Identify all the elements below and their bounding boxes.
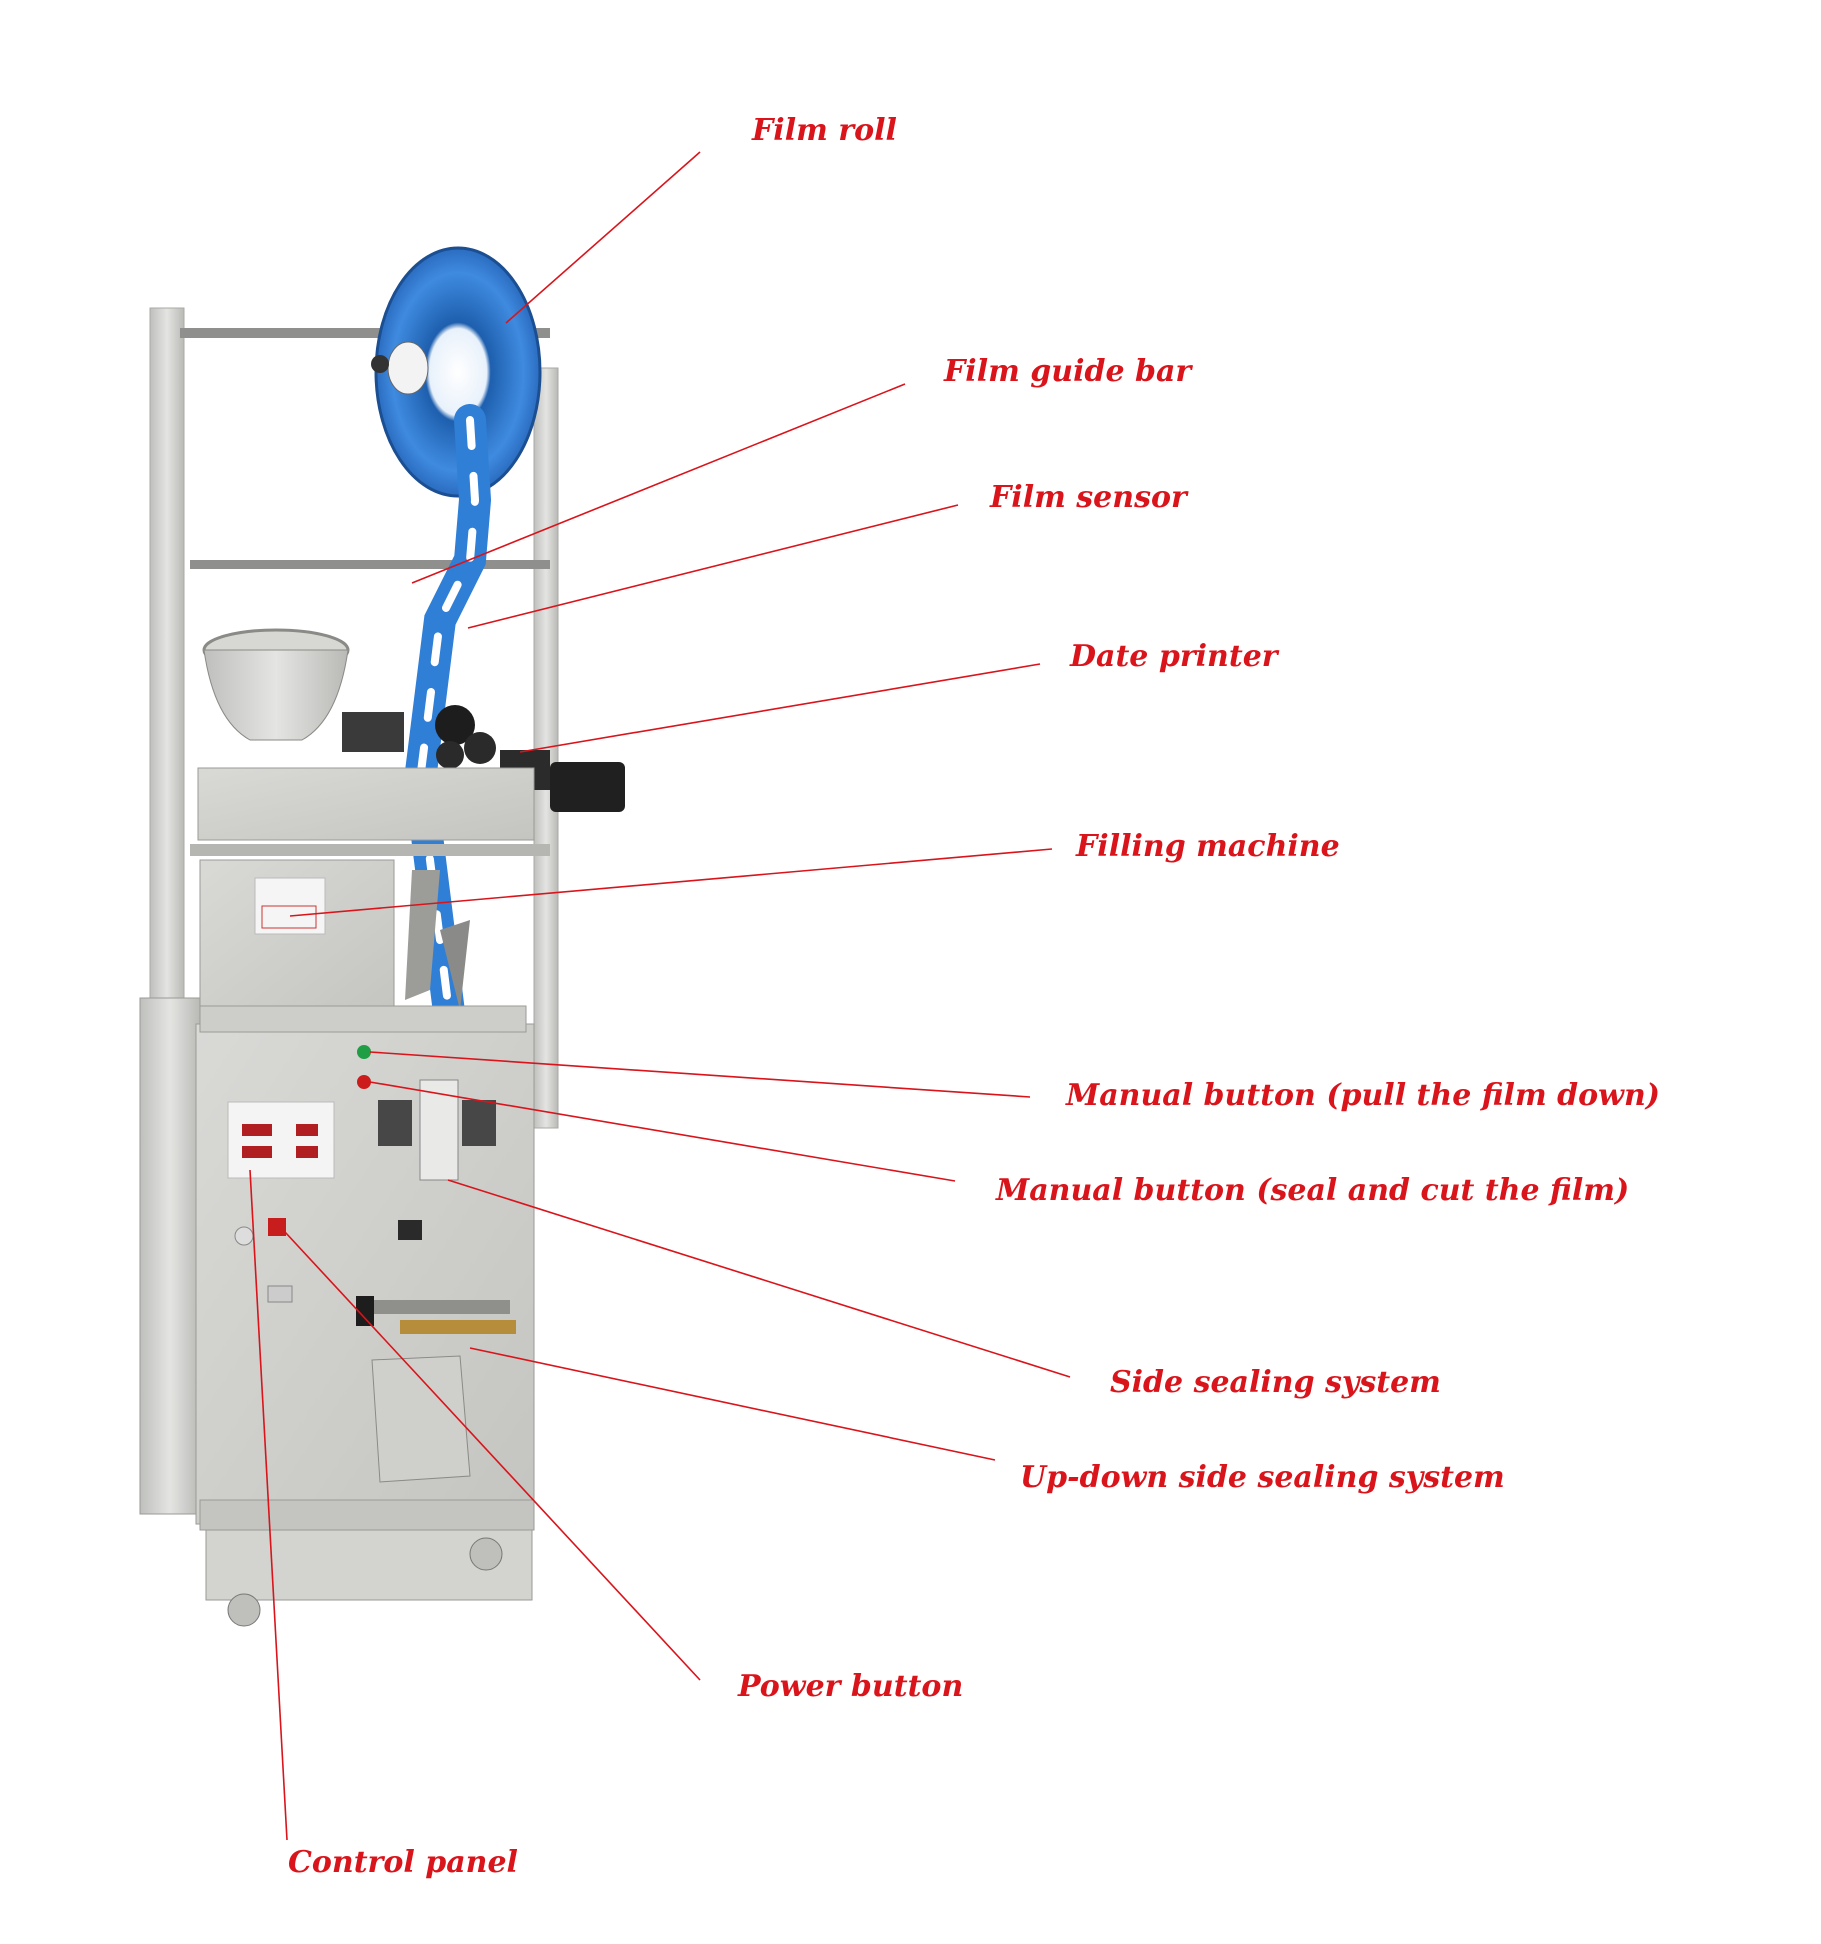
label-power-button: Power button xyxy=(738,1669,964,1704)
upper-frame xyxy=(149,307,559,1129)
sealing-system-illustration xyxy=(356,1079,516,1483)
leader-side-sealing-system xyxy=(447,1179,1071,1378)
film-roll-illustration xyxy=(371,246,542,498)
label-film-sensor: Film sensor xyxy=(990,480,1187,515)
forming-platform xyxy=(190,767,550,856)
leader-control-panel xyxy=(249,1169,288,1841)
leader-date-printer xyxy=(519,663,1041,753)
leader-power-button xyxy=(284,1231,701,1681)
leader-manual-button-pull xyxy=(369,1051,1031,1098)
label-date-printer: Date printer xyxy=(1070,639,1278,674)
label-control-panel: Control panel xyxy=(288,1845,518,1880)
leader-manual-button-seal xyxy=(369,1081,956,1182)
leader-lines xyxy=(249,151,1071,1841)
leader-film-roll xyxy=(505,151,701,324)
label-side-sealing-system: Side sealing system xyxy=(1110,1365,1441,1400)
control-panel-illustration xyxy=(227,1045,371,1303)
leader-film-guide-bar xyxy=(411,383,906,584)
hopper-illustration xyxy=(202,628,404,752)
label-filling-machine: Filling machine xyxy=(1076,829,1340,864)
leader-up-down-sealing-system xyxy=(469,1347,996,1461)
leader-filling-machine xyxy=(289,848,1053,917)
label-manual-button-seal: Manual button (seal and cut the film) xyxy=(996,1173,1630,1208)
label-up-down-sealing-system: Up-down side sealing system xyxy=(1020,1460,1505,1495)
filling-machine-illustration xyxy=(199,859,470,1017)
leader-film-sensor xyxy=(467,504,959,629)
label-manual-button-pull: Manual button (pull the film down) xyxy=(1066,1078,1660,1113)
label-film-roll: Film roll xyxy=(752,113,897,148)
label-film-guide-bar: Film guide bar xyxy=(944,354,1192,389)
